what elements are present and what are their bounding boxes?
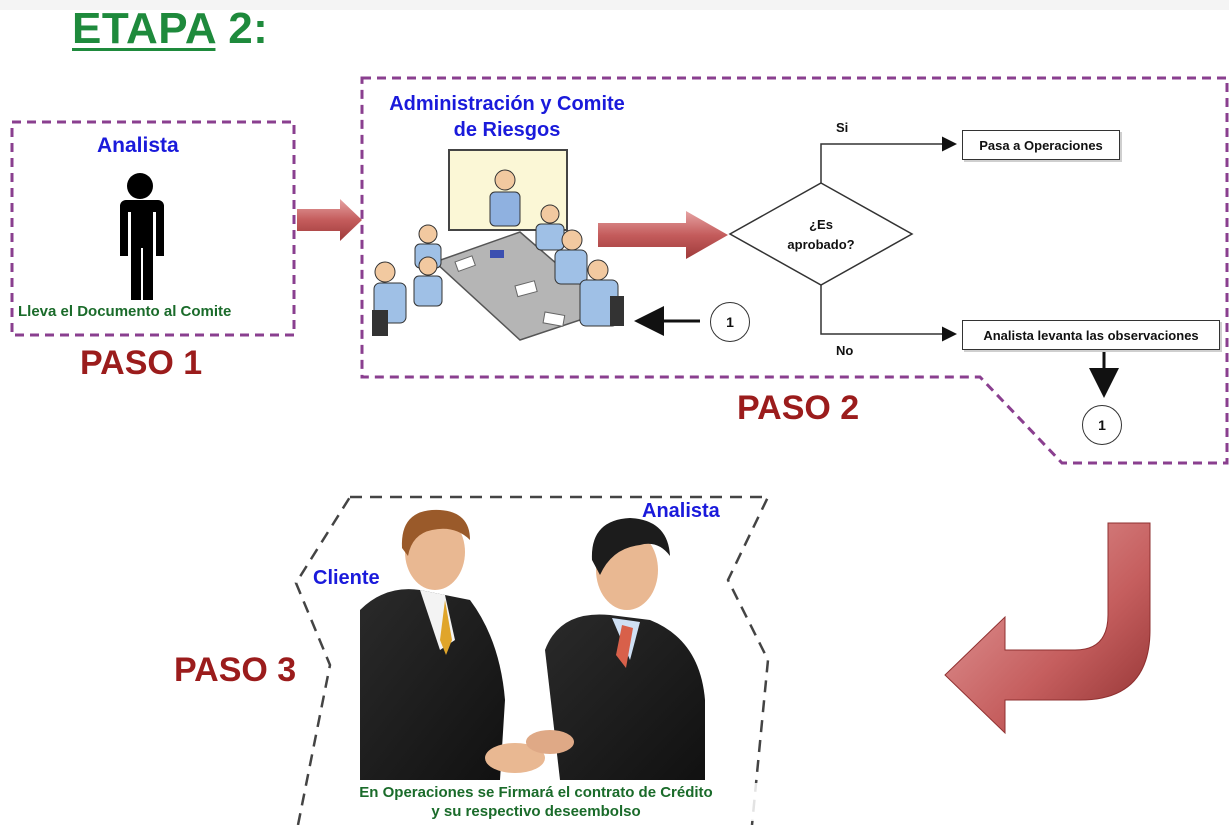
step2-title-line2: de Riesgos — [453, 119, 561, 141]
step3-caption-line2: y su respectivo deseembolso — [431, 803, 641, 820]
connector-circle-b: 1 — [1082, 405, 1122, 445]
step2-label: PASO 2 — [737, 389, 860, 427]
curved-return-arrow — [944, 522, 1151, 735]
handshake-photo — [360, 509, 705, 780]
step3-label: PASO 3 — [174, 651, 297, 689]
stage-title-number: 2: — [228, 4, 269, 53]
analyst-silhouette-icon — [120, 173, 164, 300]
no-result-box: Analista levanta las observaciones — [962, 320, 1220, 350]
step1-label: PASO 1 — [80, 344, 203, 382]
meeting-illustration — [372, 149, 624, 341]
step3-caption: En Operaciones se Firmará el contrato de… — [308, 783, 764, 821]
stage-title-prefix: ETAPA — [72, 4, 216, 53]
stage-title: ETAPA 2: — [72, 4, 268, 54]
no-label: No — [836, 343, 854, 358]
step1-to-step2-arrow — [297, 199, 362, 241]
yes-result-box: Pasa a Operaciones — [962, 130, 1120, 160]
yes-connector-line — [820, 136, 957, 183]
client-label: Cliente — [313, 567, 380, 589]
yes-label: Si — [836, 120, 849, 135]
step3-box — [294, 495, 770, 825]
decision-line2: aprobado? — [787, 237, 855, 252]
decision-text: ¿Es aprobado? — [770, 215, 872, 255]
decision-line1: ¿Es — [809, 217, 833, 232]
step1-role-label: Analista — [97, 134, 179, 157]
step3-caption-line1: En Operaciones se Firmará el contrato de… — [359, 784, 713, 801]
connector-circle-a: 1 — [710, 302, 750, 342]
step1-box — [10, 120, 296, 337]
step2-box — [360, 76, 1229, 465]
step1-caption: Lleva el Documento al Comite — [18, 303, 232, 320]
no-connector-line — [820, 285, 957, 342]
meeting-to-decision-arrow — [598, 211, 728, 259]
step2-title-line1: Administración y Comite — [389, 93, 625, 115]
analyst-label: Analista — [642, 500, 720, 522]
step2-title: Administración y Comite de Riesgos — [366, 91, 648, 143]
